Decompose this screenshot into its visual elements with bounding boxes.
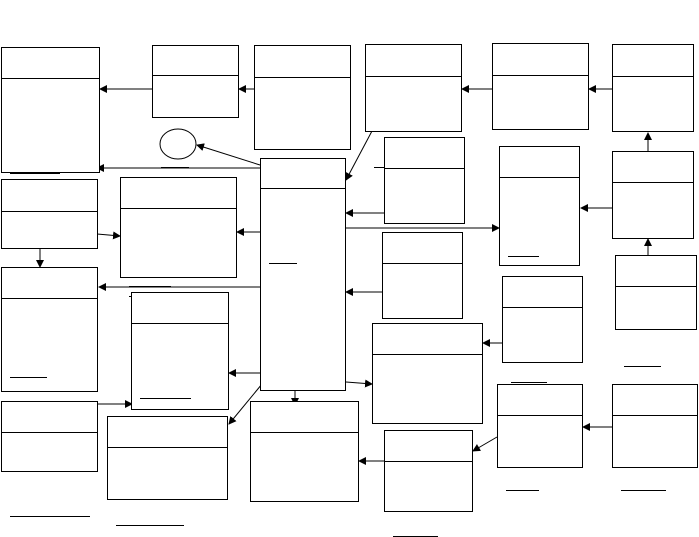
entity-box [254, 45, 351, 171]
entity-header [383, 233, 462, 264]
entity-box [260, 158, 346, 391]
entity-header [2, 268, 97, 299]
relationship-arrow [196, 143, 261, 166]
entity-header [500, 147, 579, 178]
entity-box [612, 151, 694, 266]
entity-box [612, 384, 698, 491]
entity-header [503, 277, 582, 308]
entity-key-attribute-line [129, 286, 172, 287]
entity-header [121, 178, 236, 209]
entity-key-attribute-line [624, 366, 661, 367]
entity-box [120, 177, 237, 297]
entity-box [1, 179, 98, 293]
entity-header [498, 385, 582, 416]
entity-box [499, 146, 580, 266]
entity-header [613, 45, 693, 77]
entity-key-attribute-line [269, 263, 297, 264]
relationship-arrow [345, 379, 373, 388]
entity-key-attribute-line [621, 490, 666, 491]
entity-header [2, 48, 99, 79]
entity-key-attribute-line [116, 525, 184, 526]
entity-box [365, 44, 462, 168]
entity-header [2, 402, 97, 433]
entity-box [384, 137, 465, 253]
entity-box [497, 384, 583, 491]
entity-box [1, 47, 100, 174]
entity-box [615, 255, 697, 367]
relationship-arrow [228, 383, 263, 425]
entity-key-attribute-line [10, 173, 60, 174]
connector-layer [36, 85, 652, 465]
entity-box [131, 292, 229, 410]
entity-key-attribute-line [161, 167, 189, 168]
entity-box [1, 267, 98, 392]
entity-header [255, 46, 350, 78]
entity-key-attribute-line [140, 398, 191, 399]
entity-box [502, 276, 583, 383]
relationship-ellipse [159, 128, 197, 160]
entity-header [108, 417, 227, 448]
entity-box [107, 416, 228, 526]
relationship-arrow [96, 231, 121, 240]
entity-header [493, 44, 588, 76]
entity-box [250, 401, 359, 502]
entity-box [384, 430, 473, 537]
entity-header [613, 152, 693, 183]
entity-header [613, 385, 697, 416]
entity-key-attribute-line [508, 256, 539, 257]
entity-header [2, 180, 97, 212]
entity-box [152, 45, 239, 168]
relationship-arrow [472, 436, 498, 452]
entity-box [612, 44, 694, 164]
entity-header [132, 293, 228, 324]
entity-header [616, 256, 696, 287]
entity-header [251, 402, 358, 433]
relationship-arrow [345, 130, 373, 181]
entity-key-attribute-line [506, 490, 539, 491]
entity-header [373, 324, 482, 355]
entity-box [382, 232, 463, 347]
entity-header [366, 45, 461, 77]
er-diagram-canvas [1, 43, 698, 537]
entity-key-attribute-line [10, 377, 47, 378]
entity-box [1, 401, 98, 517]
entity-key-attribute-line [10, 516, 90, 517]
entity-header [385, 431, 472, 462]
entity-header [261, 159, 345, 189]
entity-header [153, 46, 238, 76]
entity-box [372, 323, 483, 424]
entity-header [385, 138, 464, 169]
entity-box [492, 43, 589, 164]
entity-key-attribute-line [511, 382, 548, 383]
